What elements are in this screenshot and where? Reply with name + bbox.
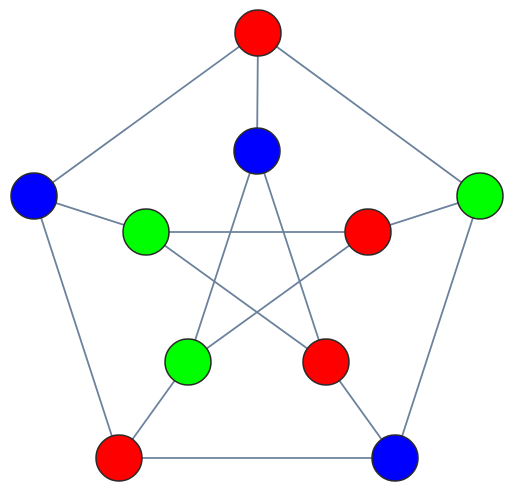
edge-inner-right-to-inner-bottom-left <box>187 231 369 363</box>
edge-outer-top-to-outer-right <box>257 32 481 197</box>
node-outer-left-blue <box>10 172 58 220</box>
edge-outer-bottom-left-to-outer-left <box>33 195 120 459</box>
node-outer-bottom-right-blue <box>371 434 419 482</box>
edge-inner-top-to-inner-bottom-left <box>187 150 258 363</box>
graph-edges <box>33 32 481 459</box>
graph-nodes <box>10 9 504 482</box>
node-inner-bottom-right-red <box>302 338 350 386</box>
node-outer-top-red <box>234 9 282 57</box>
node-outer-bottom-left-red <box>95 434 143 482</box>
node-inner-right-red <box>344 208 392 256</box>
edge-inner-top-to-inner-bottom-right <box>256 150 327 363</box>
node-inner-top-blue <box>233 127 281 175</box>
node-inner-left-green <box>122 208 170 256</box>
edge-outer-left-to-outer-top <box>33 32 259 197</box>
edge-outer-right-to-outer-bottom-right <box>394 195 481 459</box>
node-outer-right-green <box>456 172 504 220</box>
node-inner-bottom-left-green <box>164 338 212 386</box>
edge-inner-left-to-inner-bottom-right <box>145 231 327 363</box>
